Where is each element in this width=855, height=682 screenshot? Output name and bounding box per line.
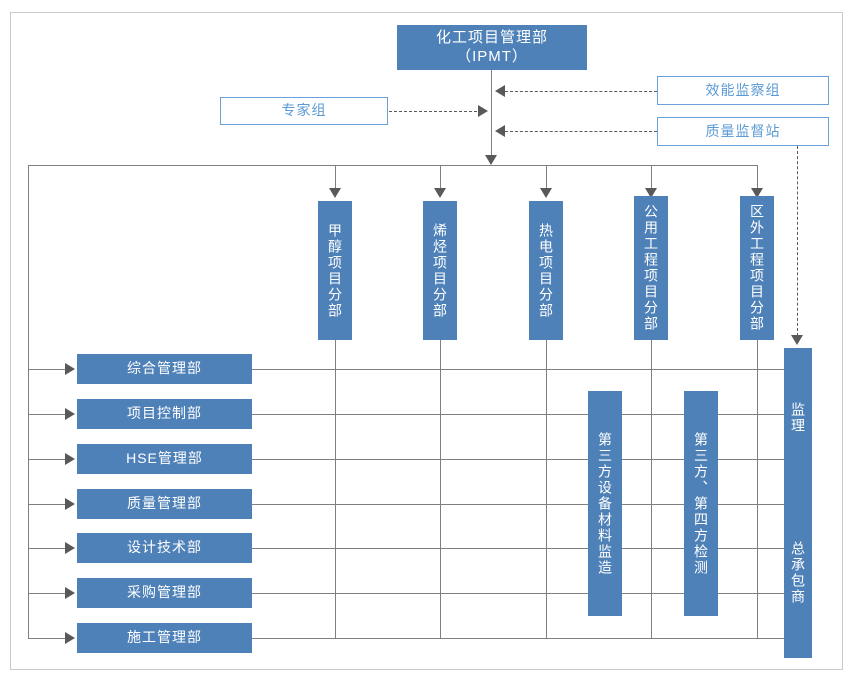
row-arrowhead-3 <box>65 453 75 465</box>
node-project-dept-5[interactable]: 区外工程项目分部 <box>740 196 774 340</box>
node-functional-dept-4[interactable]: 质量管理部 <box>77 489 252 519</box>
row-connector-2 <box>28 414 68 415</box>
row-arrowhead-6 <box>65 587 75 599</box>
connector-quality-supervision-station <box>505 131 657 132</box>
grid-left-vertical <box>28 165 29 639</box>
node-project-dept-1-label: 甲醇项目分部 <box>327 222 343 319</box>
row-arrowhead-2 <box>65 408 75 420</box>
page-frame <box>10 12 843 670</box>
grid-top-bus <box>28 165 758 166</box>
grid-vertical-4 <box>651 340 652 639</box>
node-functional-dept-4-label: 质量管理部 <box>127 495 202 512</box>
node-project-dept-4-label: 公用工程项目分部 <box>643 204 659 332</box>
grid-vertical-1 <box>335 340 336 639</box>
connector-expert-group <box>389 111 477 112</box>
node-functional-dept-5-label: 设计技术部 <box>127 539 202 556</box>
arrowhead-quality-station-to-supervisor <box>791 335 803 345</box>
row-connector-6 <box>28 593 68 594</box>
row-connector-5 <box>28 548 68 549</box>
grid-vertical-2 <box>440 340 441 639</box>
node-functional-dept-6-label: 采购管理部 <box>127 584 202 601</box>
grid-row-1 <box>252 369 790 370</box>
node-third-party-2[interactable]: 第三方、第四方检测 <box>684 391 718 616</box>
grid-vertical-5 <box>757 340 758 639</box>
node-functional-dept-7-label: 施工管理部 <box>127 629 202 646</box>
node-project-dept-4[interactable]: 公用工程项目分部 <box>634 196 668 340</box>
arrowhead-efficiency-supervision-group <box>495 85 505 97</box>
grid-row-2 <box>252 414 790 415</box>
node-functional-dept-7[interactable]: 施工管理部 <box>77 623 252 653</box>
row-connector-4 <box>28 504 68 505</box>
node-functional-dept-2-label: 项目控制部 <box>127 405 202 422</box>
connector-drop-5 <box>757 165 758 193</box>
connector-efficiency-supervision-group <box>505 91 657 92</box>
arrowhead-drop-3 <box>540 188 552 198</box>
node-functional-dept-1[interactable]: 综合管理部 <box>77 354 252 384</box>
row-connector-3 <box>28 459 68 460</box>
node-project-dept-3[interactable]: 热电项目分部 <box>529 201 563 340</box>
node-project-dept-5-label: 区外工程项目分部 <box>749 204 765 332</box>
arrowhead-ipmt-to-bus <box>485 155 497 165</box>
node-expert-group[interactable]: 专家组 <box>220 97 388 125</box>
node-general-contractor-label: 总承包商 <box>790 540 806 605</box>
arrowhead-drop-2 <box>434 188 446 198</box>
row-connector-7 <box>28 638 68 639</box>
node-ipmt-label: 化工项目管理部 （IPMT） <box>435 28 548 65</box>
node-project-dept-2-label: 烯烃项目分部 <box>432 222 448 319</box>
arrowhead-drop-4 <box>645 188 657 198</box>
node-functional-dept-2[interactable]: 项目控制部 <box>77 399 252 429</box>
arrowhead-drop-1 <box>329 188 341 198</box>
node-third-party-1[interactable]: 第三方设备材料监造 <box>588 391 622 616</box>
node-quality-supervision-station-label: 质量监督站 <box>705 122 781 139</box>
node-efficiency-supervision-group[interactable]: 效能监察组 <box>657 76 829 105</box>
arrowhead-quality-supervision-station <box>495 125 505 137</box>
connector-quality-station-to-supervisor <box>797 146 798 336</box>
node-third-party-2-label: 第三方、第四方检测 <box>693 431 709 576</box>
node-functional-dept-6[interactable]: 采购管理部 <box>77 578 252 608</box>
grid-row-6 <box>252 593 790 594</box>
connector-drop-4 <box>651 165 652 193</box>
connector-ipmt-stem <box>491 70 492 158</box>
node-functional-dept-1-label: 综合管理部 <box>127 360 202 377</box>
arrowhead-drop-5 <box>751 188 763 198</box>
node-functional-dept-3[interactable]: HSE管理部 <box>77 444 252 474</box>
grid-row-7 <box>252 638 790 639</box>
node-project-dept-1[interactable]: 甲醇项目分部 <box>318 201 352 340</box>
grid-vertical-3 <box>546 340 547 639</box>
node-supervisor-label: 监理 <box>790 401 806 434</box>
node-project-dept-2[interactable]: 烯烃项目分部 <box>423 201 457 340</box>
node-project-dept-3-label: 热电项目分部 <box>538 222 554 319</box>
connector-drop-2 <box>440 165 441 193</box>
grid-row-5 <box>252 548 790 549</box>
node-right-column[interactable]: 监理 总承包商 <box>784 348 812 658</box>
node-third-party-1-label: 第三方设备材料监造 <box>597 431 613 576</box>
node-efficiency-supervision-group-label: 效能监察组 <box>705 81 781 98</box>
node-expert-group-label: 专家组 <box>281 102 327 119</box>
row-arrowhead-5 <box>65 542 75 554</box>
connector-drop-1 <box>335 165 336 193</box>
node-functional-dept-3-label: HSE管理部 <box>126 450 203 467</box>
node-ipmt[interactable]: 化工项目管理部 （IPMT） <box>397 25 587 70</box>
row-arrowhead-7 <box>65 632 75 644</box>
node-functional-dept-5[interactable]: 设计技术部 <box>77 533 252 563</box>
row-arrowhead-4 <box>65 498 75 510</box>
row-arrowhead-1 <box>65 363 75 375</box>
arrowhead-expert-group <box>478 105 488 117</box>
node-quality-supervision-station[interactable]: 质量监督站 <box>657 117 829 146</box>
grid-row-3 <box>252 459 790 460</box>
row-connector-1 <box>28 369 68 370</box>
connector-drop-3 <box>546 165 547 193</box>
grid-row-4 <box>252 504 790 505</box>
